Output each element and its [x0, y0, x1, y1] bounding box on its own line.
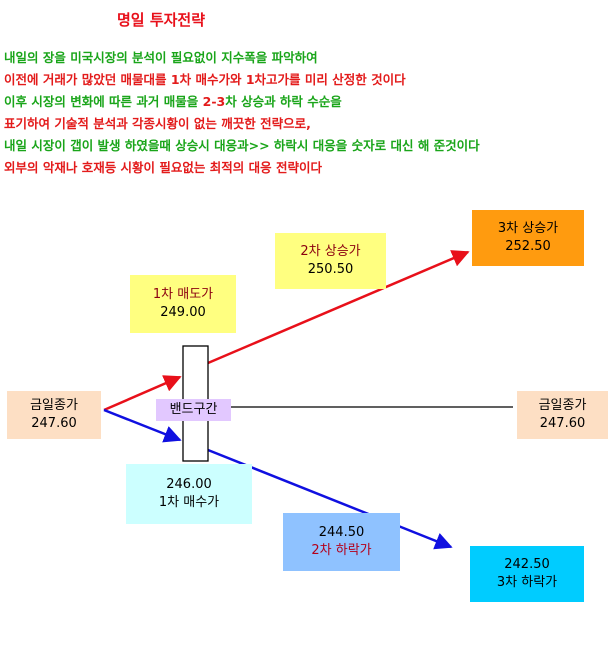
today-close-left-box: 금일종가 247.60 [7, 391, 101, 439]
down-arrow-1 [103, 408, 182, 443]
third-rise-price-box: 3차 상승가 252.50 [472, 210, 584, 266]
desc-line-2: 이전에 거래가 많았던 매물대를 1차 매수가와 1차고가를 미리 산정한 것이… [4, 72, 406, 87]
page-title: 명일 투자전략 [117, 11, 206, 29]
strategy-description: 내일의 장을 미국시장의 분석이 필요없이 지수폭을 파악하여 이전에 거래가 … [4, 47, 611, 179]
up-arrow-1 [103, 375, 182, 412]
desc-line-1: 내일의 장을 미국시장의 분석이 필요없이 지수폭을 파악하여 [4, 50, 318, 65]
second-rise-price-box: 2차 상승가 250.50 [275, 233, 386, 289]
desc-line-6: 외부의 악재나 호재등 시황이 필요없는 최적의 대응 전략이다 [4, 160, 322, 175]
first-buy-price-box: 246.00 1차 매수가 [126, 464, 252, 524]
band-range-label: 밴드구간 [156, 399, 231, 421]
desc-line-5: 내일 시장이 갭이 발생 하였을때 상승시 대응과>> 하락시 대응을 숫자로 … [4, 138, 480, 153]
up-arrow-2 [207, 250, 470, 365]
second-fall-price-box: 244.50 2차 하락가 [283, 513, 400, 571]
desc-line-4: 표기하여 기술적 분석과 각종시황이 없는 깨끗한 전략으로, [4, 116, 311, 131]
desc-line-3: 이후 시장의 변화에 따른 과거 매물을 2-3차 상승과 하락 수순을 [4, 94, 342, 109]
first-sell-price-box: 1차 매도가 249.00 [130, 275, 236, 333]
today-close-right-box: 금일종가 247.60 [517, 391, 608, 439]
third-fall-price-box: 242.50 3차 하락가 [470, 546, 584, 602]
